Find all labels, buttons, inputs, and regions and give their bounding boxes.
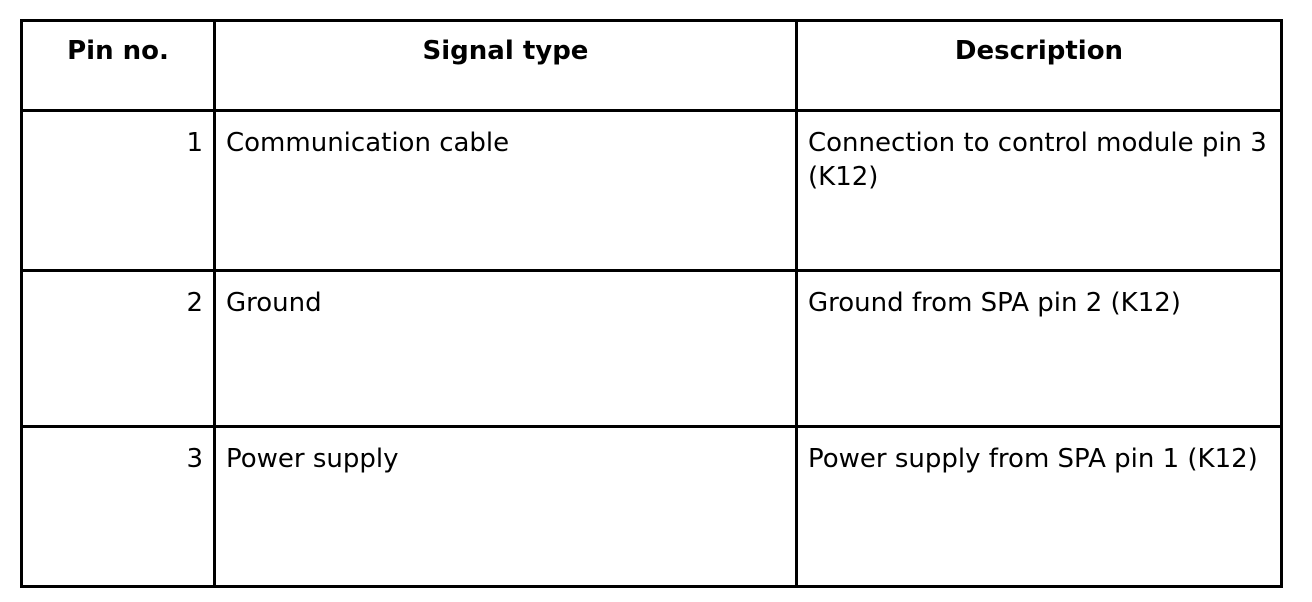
description-cell: Connection to control module pin 3 (K12) bbox=[795, 109, 1283, 272]
table-row: 1 Communication cable Connection to cont… bbox=[20, 109, 1283, 272]
signal-type-cell: Power supply bbox=[213, 425, 798, 588]
pin-number-cell: 1 bbox=[20, 109, 216, 272]
signal-type-cell: Communication cable bbox=[213, 109, 798, 272]
table-row: 2 Ground Ground from SPA pin 2 (K12) bbox=[20, 269, 1283, 428]
table-row: 3 Power supply Power supply from SPA pin… bbox=[20, 425, 1283, 588]
pin-number-cell: 2 bbox=[20, 269, 216, 428]
description-cell: Power supply from SPA pin 1 (K12) bbox=[795, 425, 1283, 588]
table-header-row: Pin no. Signal type Description bbox=[20, 19, 1283, 112]
header-description: Description bbox=[795, 19, 1283, 112]
header-pin-no: Pin no. bbox=[20, 19, 216, 112]
signal-type-cell: Ground bbox=[213, 269, 798, 428]
header-signal-type: Signal type bbox=[213, 19, 798, 112]
pin-number-cell: 3 bbox=[20, 425, 216, 588]
pin-assignment-table: Pin no. Signal type Description 1 Commun… bbox=[20, 19, 1283, 588]
description-cell: Ground from SPA pin 2 (K12) bbox=[795, 269, 1283, 428]
